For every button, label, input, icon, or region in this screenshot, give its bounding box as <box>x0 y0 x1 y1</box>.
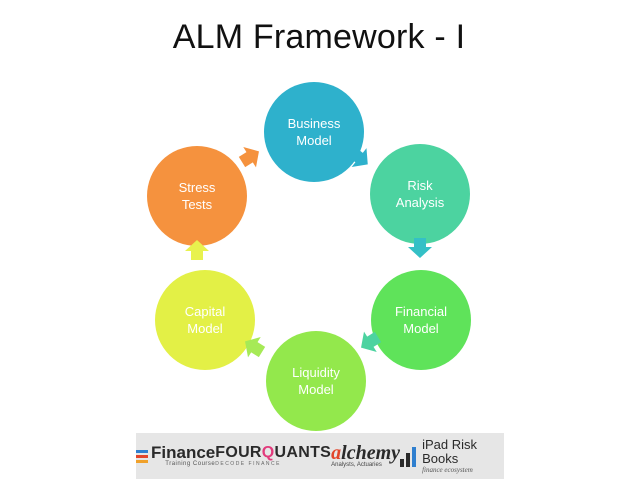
arrow-liquidity-to-capital <box>245 337 266 358</box>
alchemy-logo-text: lchemy <box>341 442 401 464</box>
ipad-risk-books-logo: iPad Risk Books finance ecosystem <box>400 438 504 474</box>
finance-logo-subtext: Training Course <box>165 461 216 467</box>
finance-training-logo: Finance Training Course <box>136 443 216 467</box>
ipad-logo-text: iPad Risk Books <box>422 437 477 466</box>
arrow-risk-to-financial <box>408 238 432 258</box>
finance-lines-icon <box>136 449 148 463</box>
fourquants-subtext: DECODE FINANCE <box>215 461 281 467</box>
ipad-logo-subtext: finance ecosystem <box>422 466 473 474</box>
fourquants-part3: UANTS <box>274 444 332 461</box>
alchemy-logo: alchemy Analysts, Actuaries <box>331 442 401 468</box>
alchemy-lead-letter: a <box>331 442 342 464</box>
finance-logo-text: Finance <box>151 443 216 462</box>
arrow-business-to-risk <box>348 147 368 167</box>
arrow-stress-to-business <box>238 147 259 168</box>
fourquants-part2: Q <box>261 444 275 461</box>
arrow-capital-to-stress <box>185 240 209 260</box>
fourquants-logo: FOURQUANTS DECODE FINANCE <box>215 444 332 468</box>
bar-chart-icon <box>400 445 419 467</box>
sponsor-logos-bar: Finance Training Course FOURQUANTS DECOD… <box>136 433 504 479</box>
slide-title: ALM Framework - I <box>172 18 466 56</box>
fourquants-part1: FOUR <box>215 444 262 461</box>
arrow-financial-to-liquidity <box>361 331 382 352</box>
alchemy-subtext: Analysts, Actuaries <box>331 462 382 468</box>
